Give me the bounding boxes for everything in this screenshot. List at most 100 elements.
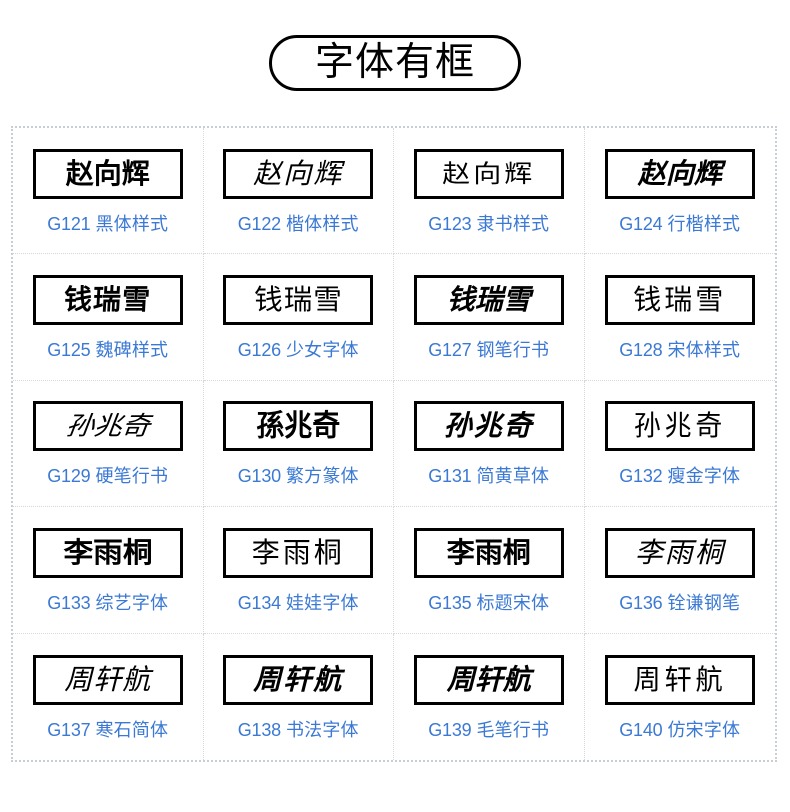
name-sample-text: 赵向辉 xyxy=(65,156,150,190)
font-style-code: G126 xyxy=(237,340,281,361)
name-sample-text: 钱瑞雪 xyxy=(63,283,153,317)
name-sample-box: 周轩航 xyxy=(223,654,374,705)
font-style-name: 毛笔行书 xyxy=(476,719,550,740)
name-sample-text: 孙兆奇 xyxy=(443,409,534,443)
font-style-code: G134 xyxy=(237,592,281,613)
name-sample-box: 钱瑞雪 xyxy=(604,275,755,326)
name-sample-text: 钱瑞雪 xyxy=(253,283,343,317)
font-style-code: G140 xyxy=(619,719,663,740)
font-style-code: G125 xyxy=(47,340,91,361)
name-sample-text: 李雨桐 xyxy=(63,535,153,569)
font-style-name: 行楷样式 xyxy=(667,213,741,234)
name-sample-box: 赵向辉 xyxy=(413,148,564,199)
font-style-name: 魏碑样式 xyxy=(95,340,169,361)
font-style-code: G128 xyxy=(619,340,663,361)
font-style-code: G129 xyxy=(47,466,91,487)
name-sample-text: 钱瑞雪 xyxy=(633,283,727,317)
name-sample-text: 周轩航 xyxy=(253,662,344,696)
font-style-name: 仿宋字体 xyxy=(667,719,741,740)
name-sample-box: 赵向辉 xyxy=(223,148,374,199)
name-sample-box: 钱瑞雪 xyxy=(32,275,183,326)
name-sample-text: 周轩航 xyxy=(64,662,152,696)
font-style-code: G130 xyxy=(237,466,281,487)
name-sample-box: 李雨桐 xyxy=(604,527,755,578)
name-sample-box: 周轩航 xyxy=(604,654,755,705)
font-style-code: G138 xyxy=(237,719,281,740)
name-sample-text: 赵向辉 xyxy=(637,156,722,190)
name-sample-text: 周轩航 xyxy=(633,662,727,696)
font-style-code: G121 xyxy=(47,213,91,234)
font-style-name: 标题宋体 xyxy=(476,592,550,613)
font-style-name: 瘦金字体 xyxy=(667,466,741,487)
font-style-name: 宋体样式 xyxy=(667,340,741,361)
font-style-code: G124 xyxy=(619,213,663,234)
name-sample-text: 孫兆奇 xyxy=(256,408,341,444)
font-style-name: 娃娃字体 xyxy=(285,592,359,613)
font-style-name: 楷体样式 xyxy=(285,213,359,234)
page-title: 字体有框 xyxy=(314,39,475,85)
font-style-code: G136 xyxy=(619,592,663,613)
font-style-name: 书法字体 xyxy=(285,719,359,740)
name-sample-box: 李雨桐 xyxy=(413,527,564,578)
font-style-name: 综艺字体 xyxy=(95,592,169,613)
page-title-pill: 字体有框 xyxy=(269,34,521,91)
font-style-name: 繁方篆体 xyxy=(285,466,359,487)
name-sample-text: 赵向辉 xyxy=(442,158,536,188)
name-sample-box: 钱瑞雪 xyxy=(413,275,564,326)
name-sample-box: 钱瑞雪 xyxy=(223,275,374,326)
name-sample-box: 周轩航 xyxy=(32,654,183,705)
name-sample-box: 李雨桐 xyxy=(223,527,374,578)
font-style-name: 寒石简体 xyxy=(95,719,169,740)
font-style-code: G133 xyxy=(47,592,91,613)
font-style-name: 钢笔行书 xyxy=(476,340,550,361)
font-style-name: 少女字体 xyxy=(285,340,359,361)
name-sample-text: 孙兆奇 xyxy=(64,410,152,442)
name-sample-box: 李雨桐 xyxy=(32,527,183,578)
font-style-name: 隶书样式 xyxy=(476,213,550,234)
font-style-code: G123 xyxy=(428,213,472,234)
font-style-name: 硬笔行书 xyxy=(95,466,169,487)
font-style-name: 黑体样式 xyxy=(95,213,169,234)
name-sample-text: 周轩航 xyxy=(446,662,531,696)
font-style-name: 铨谦钢笔 xyxy=(667,592,741,613)
name-sample-text: 李雨桐 xyxy=(634,535,725,569)
name-sample-text: 钱瑞雪 xyxy=(446,283,531,317)
name-sample-box: 孙兆奇 xyxy=(32,401,183,452)
